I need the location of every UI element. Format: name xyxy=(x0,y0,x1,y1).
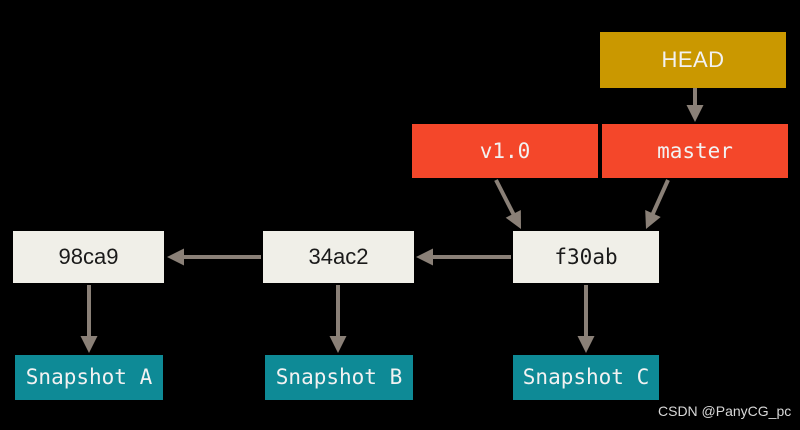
arrow-head xyxy=(577,336,595,353)
node-label: master xyxy=(657,138,733,163)
snapshot-node-snapshotB: Snapshot B xyxy=(265,355,413,400)
node-label: Snapshot B xyxy=(275,365,403,389)
arrow-f30ab-to-snapC xyxy=(577,285,595,353)
node-label: Snapshot C xyxy=(522,365,650,389)
ref-node-master: master xyxy=(602,124,788,178)
head-node-head: HEAD xyxy=(600,32,786,88)
commit-node-cf30ab: f30ab xyxy=(513,231,659,283)
snapshot-node-snapshotA: Snapshot A xyxy=(15,355,163,400)
ref-node-v10: v1.0 xyxy=(412,124,598,178)
arrow-34ac2-to-98ca9 xyxy=(167,248,261,266)
arrow-head xyxy=(686,105,704,122)
commit-node-c98ca9: 98ca9 xyxy=(13,231,164,283)
arrow-head xyxy=(645,210,661,229)
arrow-head xyxy=(505,209,521,229)
node-label: f30ab xyxy=(554,244,618,269)
arrow-master-to-f30ab xyxy=(645,179,670,229)
node-label: 34ac2 xyxy=(308,244,369,269)
arrow-f30ab-to-34ac2 xyxy=(416,248,511,266)
arrow-head xyxy=(416,248,433,266)
node-label: 98ca9 xyxy=(58,244,119,269)
arrow-98ca9-to-snapA xyxy=(80,285,98,353)
arrow-head xyxy=(167,248,184,266)
arrow-34ac2-to-snapB xyxy=(329,285,347,353)
node-label: v1.0 xyxy=(479,138,531,163)
node-label: Snapshot A xyxy=(25,365,153,389)
watermark: CSDN @PanyCG_pc xyxy=(658,403,792,419)
arrow-head xyxy=(80,336,98,353)
arrow-head-to-master xyxy=(686,88,704,122)
arrow-head xyxy=(329,336,347,353)
arrow-v10-to-f30ab xyxy=(494,179,521,229)
commit-node-c34ac2: 34ac2 xyxy=(263,231,414,283)
snapshot-node-snapshotC: Snapshot C xyxy=(513,355,659,400)
node-label: HEAD xyxy=(661,47,725,72)
